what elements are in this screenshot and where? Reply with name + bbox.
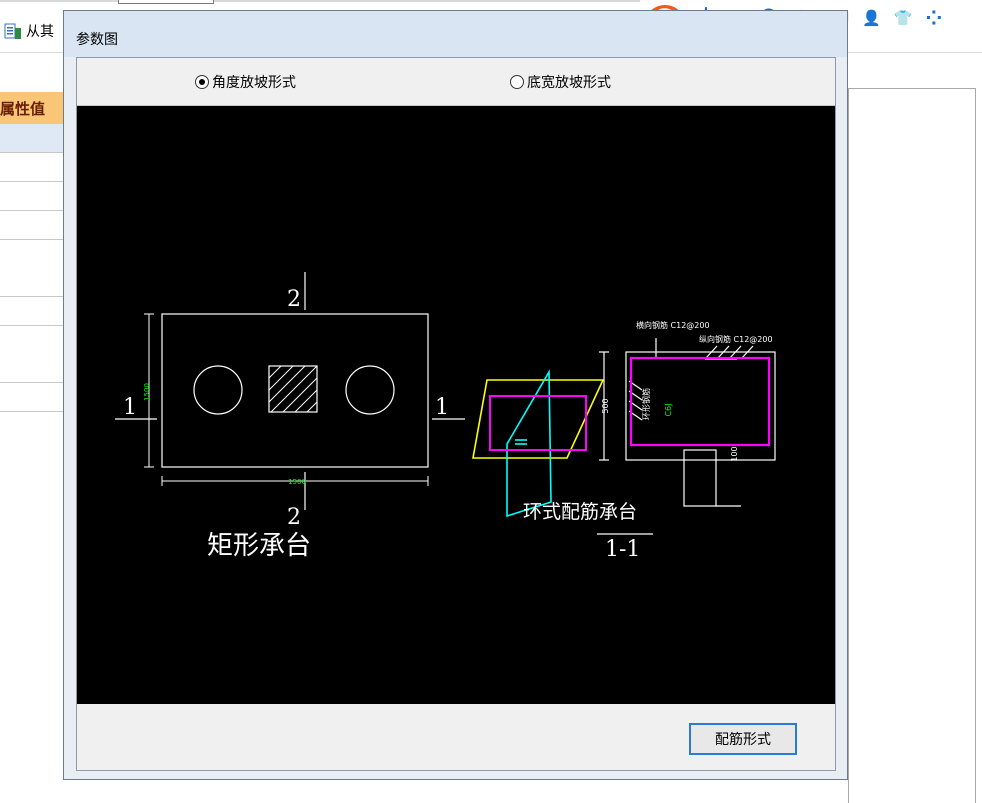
property-value-header-label: 属性值: [0, 99, 46, 118]
dialog-title: 参数图: [76, 32, 118, 48]
magenta-ring: [489, 395, 587, 451]
section-1-right-label: 1: [435, 395, 449, 420]
rectangular-cap-plan: [115, 272, 465, 510]
property-row[interactable]: [0, 354, 64, 383]
right-side-panel: [848, 88, 976, 803]
parameter-drawing-canvas: 1500 1500 2 2 1 1 矩形承台: [77, 106, 835, 704]
dialog-titlebar[interactable]: 参数图: [64, 11, 847, 57]
radio-bottom-width-slope[interactable]: 底宽放坡形式: [510, 72, 611, 92]
dialog-client-area: 角度放坡形式 底宽放坡形式: [76, 57, 836, 771]
cyan-plane: [506, 369, 552, 518]
dim-width-label: 1500: [288, 478, 306, 486]
property-row[interactable]: [0, 240, 64, 269]
section-2-bottom-label: 2: [287, 505, 301, 530]
section-1-left-label: 1: [123, 395, 137, 420]
transverse-rebar-label: 横向钢筋 C12@200: [636, 320, 710, 330]
ring-rebar: [629, 356, 771, 447]
radio-bottom-width-slope-label: 底宽放坡形式: [527, 75, 611, 91]
app-top-border: [0, 0, 982, 2]
ime-apps-icon[interactable]: ⁘: [925, 6, 943, 30]
section-mark-label: 1-1: [605, 537, 640, 562]
radio-angle-slope[interactable]: 角度放坡形式: [195, 72, 296, 92]
property-row[interactable]: [0, 182, 64, 211]
cap-outline: [161, 313, 429, 468]
radio-angle-slope-label: 角度放坡形式: [212, 75, 296, 91]
radio-bottom-width-slope-indicator[interactable]: [510, 75, 524, 89]
yellow-plane: [472, 379, 605, 459]
property-row[interactable]: [0, 268, 64, 297]
section-1-1: [597, 338, 776, 535]
dim-height-label: 1500: [143, 383, 151, 401]
cap-dimensions: [144, 313, 429, 486]
radio-angle-slope-indicator[interactable]: [195, 75, 209, 89]
property-table-subheader: [0, 124, 64, 153]
vertical-rebar-label: C6J: [664, 403, 673, 416]
section-outline: [625, 351, 776, 461]
property-row[interactable]: [0, 326, 64, 355]
pile-left: [193, 365, 243, 415]
column-hatch: [268, 365, 318, 413]
schematic-planes: [472, 369, 605, 518]
dim-100-label: 100: [730, 446, 739, 461]
import-from-label: 从其: [26, 24, 54, 40]
property-row[interactable]: [0, 211, 64, 240]
dim-500-label: 500: [601, 398, 610, 413]
ring-cap-caption: 环式配筋承台: [523, 501, 637, 523]
rectangular-cap-caption: 矩形承台: [207, 531, 311, 561]
pile-right: [345, 365, 395, 415]
longitudinal-rebar-label: 纵向钢筋 C12@200: [699, 334, 773, 344]
parameter-diagram-dialog: 参数图 角度放坡形式 底宽放坡形式: [63, 10, 848, 780]
app-top-input-edge: [118, 0, 214, 4]
section-2-top-label: 2: [287, 287, 301, 312]
ring-rebar-label: 环形钢筋: [641, 388, 651, 420]
ime-user-icon[interactable]: 👤: [862, 8, 881, 27]
ime-skin-icon[interactable]: 👕: [893, 8, 913, 27]
import-from-button[interactable]: 从其: [4, 20, 54, 42]
pile-section: [683, 449, 717, 507]
rebar-form-button[interactable]: 配筋形式: [689, 723, 797, 755]
import-icon: [4, 22, 22, 40]
cad-drawing: 1500 1500 2 2 1 1 矩形承台: [115, 272, 776, 562]
property-row[interactable]: [0, 153, 64, 182]
property-row[interactable]: [0, 297, 64, 326]
property-row[interactable]: [0, 383, 64, 412]
property-value-header: 属性值: [0, 92, 64, 124]
slope-mode-radio-group: 角度放坡形式 底宽放坡形式: [77, 58, 835, 106]
